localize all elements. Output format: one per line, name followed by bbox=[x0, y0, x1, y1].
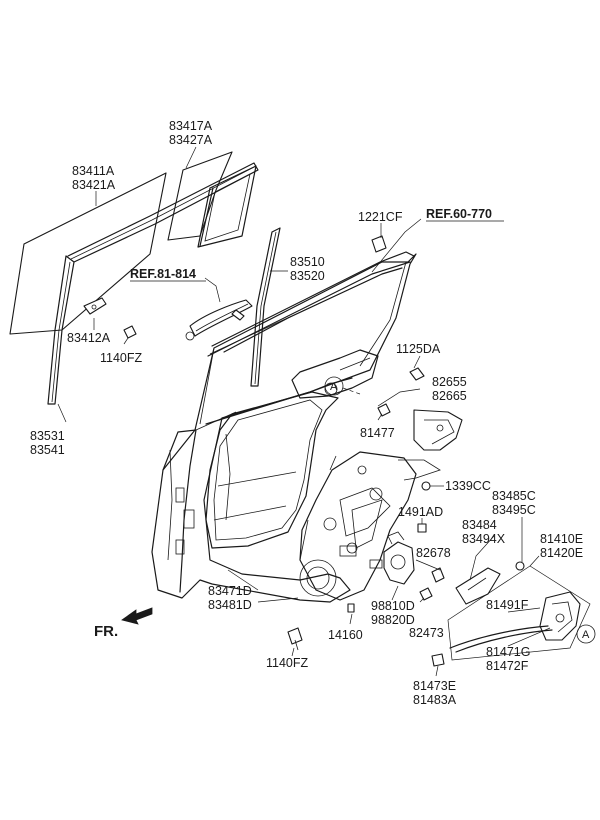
label-82473: 82473 bbox=[409, 626, 444, 640]
clip-83485c-icon bbox=[515, 561, 525, 571]
label-1140fz-b: 1140FZ bbox=[266, 656, 309, 670]
door-glass bbox=[9, 172, 167, 335]
label-82678: 82678 bbox=[416, 546, 451, 560]
label-83412a: 83412A bbox=[67, 331, 111, 345]
label-81477: 81477 bbox=[360, 426, 395, 440]
bolt-82678-icon bbox=[431, 567, 445, 583]
label-81473e: 81473E 81483A bbox=[413, 679, 460, 707]
bolt-1221cf-icon bbox=[371, 235, 387, 253]
glass-bracket bbox=[83, 297, 107, 315]
latch-cable bbox=[449, 625, 549, 649]
rear-channel bbox=[47, 255, 75, 405]
label-1125da: 1125DA bbox=[396, 342, 441, 356]
hinge-pillar bbox=[162, 429, 197, 593]
label-81491f: 81491F bbox=[486, 598, 529, 612]
front-lower-channel bbox=[250, 227, 281, 387]
label-1339cc: 1339CC bbox=[445, 479, 491, 493]
bolt-82473-icon bbox=[419, 587, 433, 601]
glass-run bbox=[67, 162, 259, 263]
connector-81473e bbox=[431, 653, 445, 667]
label-1491ad: 1491AD bbox=[398, 505, 443, 519]
label-83411a: 83411A 83421A bbox=[72, 164, 117, 192]
reference-81-814: REF.81-814 bbox=[130, 267, 196, 281]
callout-a-detail-text: A bbox=[582, 629, 590, 641]
label-83484: 83484 83494X bbox=[462, 518, 506, 546]
bolt-icon bbox=[123, 325, 137, 339]
label-83531: 83531 83541 bbox=[30, 429, 68, 457]
label-83510: 83510 83520 bbox=[290, 255, 328, 283]
bolt-1125da-icon bbox=[409, 367, 425, 381]
label-1140fz-a: 1140FZ bbox=[100, 351, 143, 365]
door-inner-panel bbox=[205, 391, 339, 549]
label-14160: 14160 bbox=[328, 628, 363, 642]
callout-a-detail bbox=[576, 624, 596, 644]
window-motor bbox=[383, 541, 415, 585]
callout-a-door bbox=[324, 376, 344, 396]
screw-81477-icon bbox=[377, 403, 391, 417]
screw-14160-icon bbox=[347, 603, 355, 613]
label-81471g: 81471G 81472F bbox=[486, 645, 534, 673]
door-module bbox=[291, 349, 379, 399]
front-arrow-icon bbox=[121, 607, 153, 625]
label-1221cf: 1221CF bbox=[358, 210, 403, 224]
label-83471d: 83471D 83481D bbox=[208, 584, 255, 612]
quarter-glass bbox=[167, 151, 233, 241]
callout-a-door-text: A bbox=[330, 381, 338, 393]
regulator-plate bbox=[299, 451, 417, 601]
label-82655: 82655 82665 bbox=[432, 375, 470, 403]
bolt-1491ad-icon bbox=[417, 523, 427, 533]
door-latch bbox=[539, 591, 581, 641]
latch-cover bbox=[455, 567, 501, 605]
clip-icon bbox=[421, 481, 431, 491]
reference-60-770: REF.60-770 bbox=[426, 207, 492, 221]
label-83485c: 83485C 83495C bbox=[492, 489, 539, 517]
label-81410e: 81410E 81420E bbox=[540, 532, 587, 560]
label-83417a: 83417A 83427A bbox=[169, 119, 215, 147]
front-direction-label: FR. bbox=[94, 623, 118, 640]
bolt-1140fz-icon bbox=[287, 627, 303, 645]
outside-handle bbox=[189, 299, 253, 337]
label-98810d: 98810D 98820D bbox=[371, 599, 418, 627]
